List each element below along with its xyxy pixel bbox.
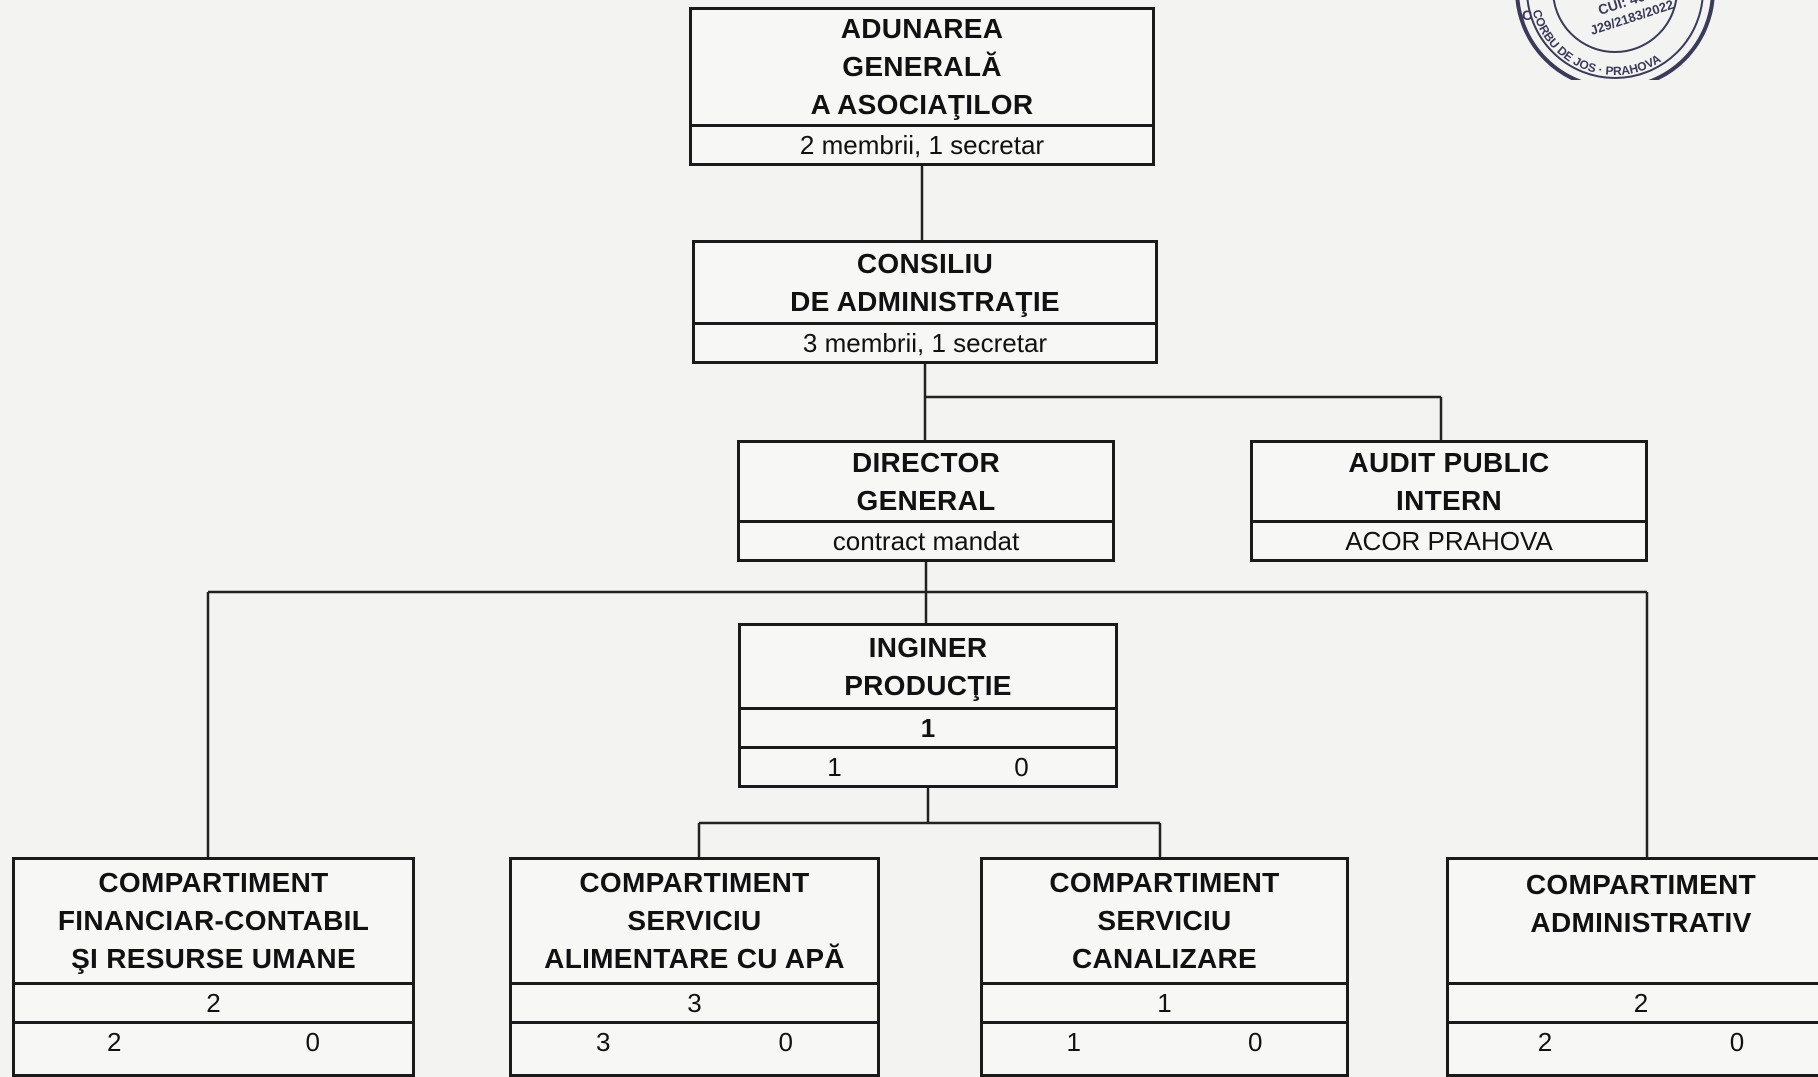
box-total: 2 [15, 982, 412, 1021]
box-adunarea-generala: ADUNAREA GENERALĂ A ASOCIAŢILOR 2 membri… [689, 7, 1155, 166]
split-right: 0 [778, 1027, 793, 1057]
svg-text:C: C [1522, 7, 1532, 23]
box-subtitle: contract mandat [740, 520, 1112, 559]
title-line: DE ADMINISTRAŢIE [790, 285, 1060, 317]
split-right: 0 [305, 1027, 320, 1057]
box-consiliu-administratie: CONSILIU DE ADMINISTRAŢIE 3 membrii, 1 s… [692, 240, 1158, 364]
connector-lines [206, 163, 1649, 859]
title-line: CONSILIU [856, 247, 994, 279]
box-total: 2 [1449, 982, 1818, 1021]
box-title: AUDIT PUBLIC INTERN [1253, 443, 1645, 520]
title-line: ADUNAREA [840, 13, 1004, 44]
box-title: COMPARTIMENT ADMINISTRATIV [1449, 860, 1818, 982]
box-subtitle: 2 membrii, 1 secretar [692, 124, 1152, 163]
box-director-general: DIRECTOR GENERAL contract mandat [737, 440, 1115, 562]
title-line: COMPARTIMENT [579, 867, 810, 898]
split-left: 2 [107, 1027, 122, 1057]
box-title: DIRECTOR GENERAL [740, 443, 1112, 520]
stamp-seal: CUI: 46... J29/2183/2022 CORBU DE JOS · … [1515, 0, 1715, 80]
title-line: AUDIT PUBLIC [1348, 446, 1550, 478]
title-line: CANALIZARE [1072, 943, 1257, 974]
split-left: 1 [827, 752, 842, 782]
split-left: 3 [596, 1027, 611, 1057]
title-line: A ASOCIAŢILOR [810, 89, 1034, 120]
title-line: COMPARTIMENT [1525, 869, 1757, 900]
box-compartiment-apa: COMPARTIMENT SERVICIU ALIMENTARE CU APĂ … [509, 857, 880, 1077]
box-audit-public-intern: AUDIT PUBLIC INTERN ACOR PRAHOVA [1250, 440, 1648, 562]
box-total: 1 [741, 707, 1115, 746]
box-subtitle: ACOR PRAHOVA [1253, 520, 1645, 559]
title-line: DIRECTOR [851, 446, 1001, 478]
title-line: INGINER [868, 631, 988, 663]
title-line: COMPARTIMENT [1049, 867, 1280, 898]
box-title: ADUNAREA GENERALĂ A ASOCIAŢILOR [692, 10, 1152, 124]
box-title: COMPARTIMENT FINANCIAR-CONTABIL ŞI RESUR… [15, 860, 412, 982]
box-total: 1 [983, 982, 1346, 1021]
title-line: SERVICIU [1097, 905, 1232, 936]
box-split-row: 2 0 [1449, 1021, 1818, 1060]
title-line: ŞI RESURSE UMANE [71, 943, 356, 974]
split-left: 2 [1537, 1027, 1553, 1057]
title-line: GENERAL [856, 484, 996, 516]
title-line: COMPARTIMENT [98, 867, 329, 898]
split-right: 0 [1014, 752, 1029, 782]
split-left: 1 [1066, 1027, 1081, 1057]
title-line: GENERALĂ [842, 51, 1002, 82]
box-inginer-productie: INGINER PRODUCŢIE 1 1 0 [738, 623, 1118, 788]
box-total: 3 [512, 982, 877, 1021]
box-split-row: 2 0 [15, 1021, 412, 1060]
box-compartiment-administrativ: COMPARTIMENT ADMINISTRATIV 2 2 0 [1446, 857, 1818, 1077]
box-title: CONSILIU DE ADMINISTRAŢIE [695, 243, 1155, 322]
title-line: SERVICIU [627, 905, 762, 936]
title-line: ADMINISTRATIV [1530, 907, 1752, 938]
box-compartiment-financiar: COMPARTIMENT FINANCIAR-CONTABIL ŞI RESUR… [12, 857, 415, 1077]
box-split-row: 1 0 [741, 746, 1115, 785]
box-subtitle: 3 membrii, 1 secretar [695, 322, 1155, 361]
split-right: 0 [1248, 1027, 1263, 1057]
box-compartiment-canalizare: COMPARTIMENT SERVICIU CANALIZARE 1 1 0 [980, 857, 1349, 1077]
box-title: COMPARTIMENT SERVICIU CANALIZARE [983, 860, 1346, 982]
box-title: INGINER PRODUCŢIE [741, 626, 1115, 707]
box-split-row: 3 0 [512, 1021, 877, 1060]
title-line: FINANCIAR-CONTABIL [57, 905, 370, 936]
title-line: PRODUCŢIE [844, 669, 1012, 701]
box-split-row: 1 0 [983, 1021, 1346, 1060]
title-line: INTERN [1395, 484, 1503, 516]
title-line: ALIMENTARE CU APĂ [544, 943, 845, 974]
box-title: COMPARTIMENT SERVICIU ALIMENTARE CU APĂ [512, 860, 877, 982]
split-right: 0 [1729, 1027, 1745, 1057]
